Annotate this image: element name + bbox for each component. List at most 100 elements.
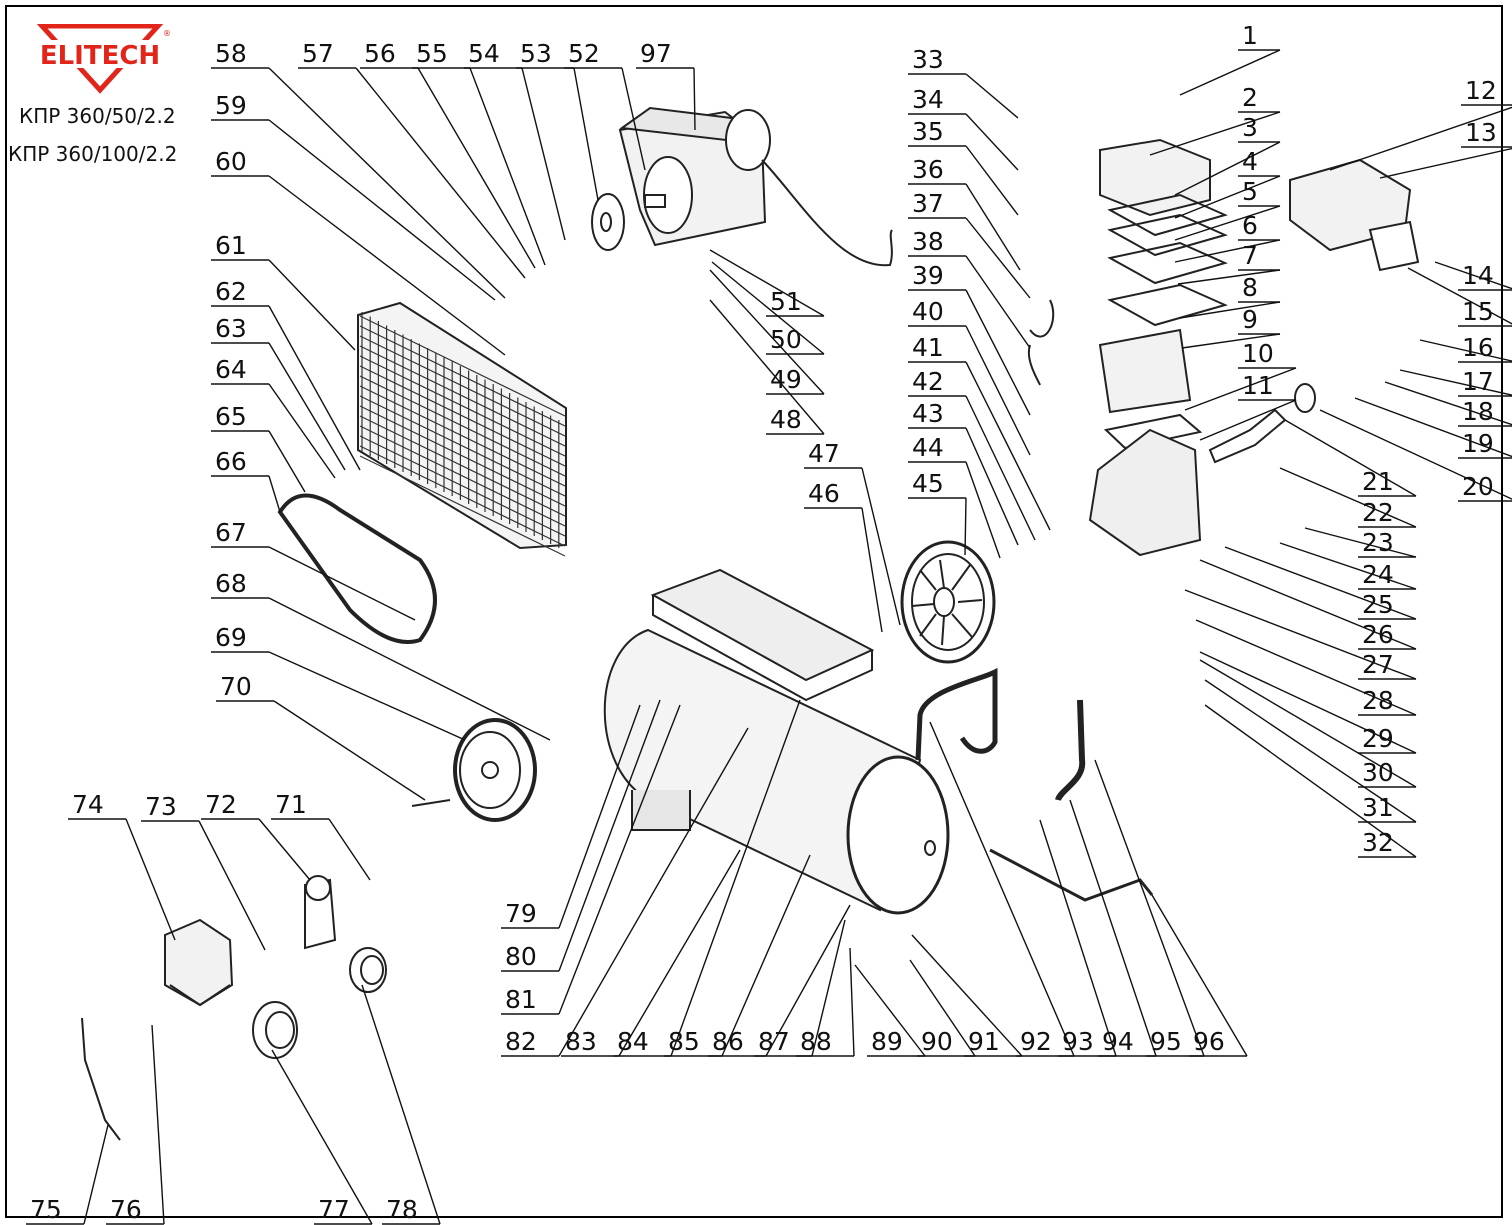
pressure-gauge-2 xyxy=(349,947,387,993)
callout-leader xyxy=(1069,799,1157,1057)
callout-leader xyxy=(1279,542,1417,590)
callout-40: 40 xyxy=(912,297,944,326)
callout-leader xyxy=(268,597,551,741)
callout-3: 3 xyxy=(1242,113,1258,142)
callout-43: 43 xyxy=(912,399,944,428)
callout-97: 97 xyxy=(640,39,672,68)
callout-leader xyxy=(965,361,1051,531)
callout-76: 76 xyxy=(110,1195,142,1224)
callout-50: 50 xyxy=(770,325,802,354)
callout-23: 23 xyxy=(1362,528,1394,557)
callout-leader xyxy=(268,67,506,299)
callout-64: 64 xyxy=(215,355,247,384)
flywheel xyxy=(900,540,996,664)
callout-15: 15 xyxy=(1462,297,1494,326)
callout-leader xyxy=(1329,106,1512,171)
callout-25: 25 xyxy=(1362,590,1394,619)
callout-leader xyxy=(1379,147,1512,179)
air-tank xyxy=(603,568,998,915)
callout-leader xyxy=(909,959,976,1057)
callout-63: 63 xyxy=(215,314,247,343)
callout-leader xyxy=(1039,819,1117,1057)
callout-65: 65 xyxy=(215,402,247,431)
callout-leader xyxy=(965,289,1031,416)
callout-leader xyxy=(1304,527,1417,558)
callout-88: 88 xyxy=(800,1027,832,1056)
callout-leader xyxy=(198,820,266,951)
callout-1: 1 xyxy=(1242,21,1258,50)
callout-leader xyxy=(1174,239,1281,263)
drawing-frame xyxy=(5,5,1503,1218)
callout-29: 29 xyxy=(1362,724,1394,753)
callout-leader xyxy=(258,818,311,881)
callout-51: 51 xyxy=(770,287,802,316)
callout-42: 42 xyxy=(912,367,944,396)
callout-71: 71 xyxy=(275,790,307,819)
callout-14: 14 xyxy=(1462,261,1494,290)
callout-79: 79 xyxy=(505,899,537,928)
pressure-gauge-1 xyxy=(252,1001,298,1059)
callout-leader xyxy=(1384,381,1512,426)
callout-59: 59 xyxy=(215,91,247,120)
callout-21: 21 xyxy=(1362,467,1394,496)
callout-leader xyxy=(1094,759,1205,1057)
callout-leader xyxy=(964,497,967,556)
callout-leader xyxy=(273,700,426,801)
callout-77: 77 xyxy=(318,1195,350,1224)
belt-guard xyxy=(357,301,567,557)
callout-69: 69 xyxy=(215,623,247,652)
callout-17: 17 xyxy=(1462,367,1494,396)
callout-leader xyxy=(268,383,336,479)
callout-92: 92 xyxy=(1020,1027,1052,1056)
power-cord xyxy=(81,1017,121,1141)
callout-32: 32 xyxy=(1362,828,1394,857)
callout-8: 8 xyxy=(1242,273,1258,302)
model-1: КПР 360/50/2.2 xyxy=(19,104,176,128)
callout-leader xyxy=(83,1124,109,1225)
callout-leader xyxy=(965,217,1031,299)
callout-53: 53 xyxy=(520,39,552,68)
callout-leader xyxy=(965,325,1031,456)
callout-73: 73 xyxy=(145,792,177,821)
callout-4: 4 xyxy=(1242,147,1258,176)
callout-74: 74 xyxy=(72,790,104,819)
callout-leader xyxy=(268,651,466,741)
callout-41: 41 xyxy=(912,333,944,362)
callout-leader xyxy=(965,395,1036,541)
callout-leader xyxy=(709,269,825,395)
callout-89: 89 xyxy=(871,1027,903,1056)
callout-83: 83 xyxy=(565,1027,597,1056)
wheel xyxy=(411,718,537,822)
callout-leader xyxy=(271,1049,373,1225)
callout-leader xyxy=(1181,333,1281,349)
callout-9: 9 xyxy=(1242,305,1258,334)
callout-36: 36 xyxy=(912,155,944,184)
callout-leader xyxy=(1204,704,1417,858)
callout-24: 24 xyxy=(1362,560,1394,589)
callout-96: 96 xyxy=(1193,1027,1225,1056)
callout-leader xyxy=(558,699,661,972)
callout-87: 87 xyxy=(758,1027,790,1056)
callout-86: 86 xyxy=(712,1027,744,1056)
callout-leader xyxy=(417,67,536,269)
pressure-switch xyxy=(164,918,234,1007)
registered-mark: ® xyxy=(163,29,170,38)
callout-leader xyxy=(1199,651,1417,754)
callout-44: 44 xyxy=(912,433,944,462)
callout-leader xyxy=(1184,367,1297,411)
callout-leader xyxy=(621,67,646,171)
callout-leader xyxy=(811,919,846,1057)
discharge-pipe xyxy=(989,699,1154,902)
callout-leader xyxy=(1184,589,1417,680)
callout-70: 70 xyxy=(220,672,252,701)
callout-leader xyxy=(268,342,346,471)
callout-56: 56 xyxy=(364,39,396,68)
callout-66: 66 xyxy=(215,447,247,476)
callout-55: 55 xyxy=(416,39,448,68)
callout-leader xyxy=(1174,205,1281,241)
callout-5: 5 xyxy=(1242,177,1258,206)
callout-82: 82 xyxy=(505,1027,537,1056)
callout-57: 57 xyxy=(302,39,334,68)
callout-leader xyxy=(1195,619,1417,716)
